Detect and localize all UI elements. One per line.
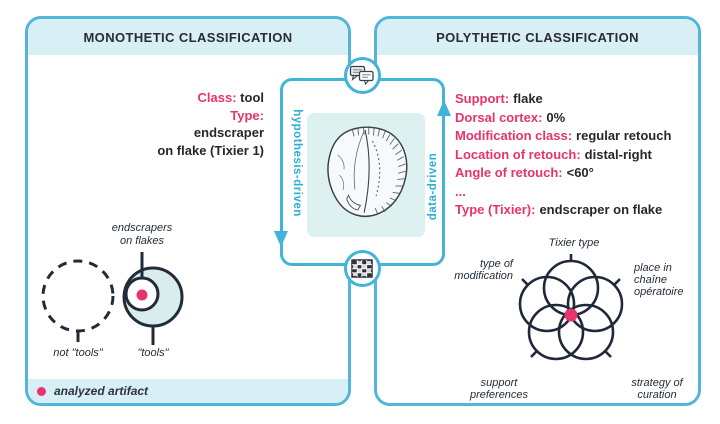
type-value-line1: endscraper xyxy=(193,125,264,140)
attr-row-support: Support:flake xyxy=(455,91,543,106)
analysis-cycle-box: hypothesis-driven data-driven xyxy=(274,78,451,266)
attribute-list: Support:flake Dorsal cortex:0% Modificat… xyxy=(455,90,671,220)
not-tools-circle xyxy=(41,259,115,333)
sets-diagram xyxy=(41,252,184,345)
venn-diagram xyxy=(518,254,624,361)
venn-label-place-in-chaine: place in chaîne opératoire xyxy=(634,262,684,298)
attr-row-modification-class: Modification class:regular retouch xyxy=(455,128,672,143)
venn-tick-upper-right xyxy=(613,278,621,286)
class-line: Class: tool xyxy=(197,90,264,105)
monothetic-header-band: MONOTHETIC CLASSIFICATION xyxy=(28,19,348,55)
hypothesis-driven-arrow-down-icon xyxy=(274,231,288,247)
subset-label: endscrapers on flakes xyxy=(111,222,173,247)
tools-label: "tools" xyxy=(137,347,169,359)
top-junction-circle xyxy=(343,56,381,94)
attr-row-location-of-retouch: Location of retouch:distal-right xyxy=(455,146,652,162)
bottom-junction-circle xyxy=(343,250,381,287)
not-tools-label: not "tools" xyxy=(53,347,103,359)
venn-tick-lower-left xyxy=(530,350,538,358)
polythetic-title: POLYTHETIC CLASSIFICATION xyxy=(436,29,639,45)
analyzed-artifact-dot xyxy=(136,289,148,301)
venn-label-tixier-type: Tixier type xyxy=(548,237,600,249)
venn-circle-tixier-type xyxy=(542,259,600,317)
venn-circle-strategy-of-curation xyxy=(557,303,615,361)
venn-label-type-of-modification: type of modification xyxy=(454,258,513,282)
endscraper-artifact-sketch xyxy=(327,126,408,218)
artifact-image-frame xyxy=(307,113,425,237)
monothetic-classification-text: Class: tool Type: endscraper on flake (T… xyxy=(157,89,264,159)
venn-label-strategy-of-curation: strategy of curation xyxy=(631,377,683,401)
conversation-bubbles-icon xyxy=(349,65,374,86)
type-value-line2: on flake (Tixier 1) xyxy=(157,142,264,158)
attr-row-type-tixier: Type (Tixier):endscraper on flake xyxy=(455,202,663,217)
data-driven-label: data-driven xyxy=(427,152,439,221)
venn-label-support-preferences: support preferences xyxy=(469,377,529,401)
attr-row-angle-of-retouch: Angle of retouch:<60° xyxy=(455,165,594,180)
analyzed-artifact-dot-icon xyxy=(37,386,46,396)
hypothesis-driven-label: hypothesis-driven xyxy=(291,109,303,217)
attr-row-dorsal-cortex: Dorsal cortex:0% xyxy=(455,109,566,125)
venn-analyzed-artifact-dot xyxy=(564,308,578,322)
venn-circle-type-of-modification xyxy=(518,275,576,333)
venn-circle-support-preferences xyxy=(527,303,585,361)
polythetic-header-band: POLYTHETIC CLASSIFICATION xyxy=(377,19,698,55)
venn-tick-upper-left xyxy=(521,278,529,286)
legend-band: analyzed artifact xyxy=(28,379,348,403)
data-table-icon xyxy=(351,259,373,278)
venn-tick-lower-right xyxy=(604,350,612,358)
type-line: Type: xyxy=(230,107,264,123)
legend-label: analyzed artifact xyxy=(54,384,149,398)
data-driven-arrow-up-icon xyxy=(437,100,451,116)
venn-circle-place-in-chaine xyxy=(566,275,624,333)
attr-row-ellipsis: ... xyxy=(455,183,466,199)
monothetic-title: MONOTHETIC CLASSIFICATION xyxy=(83,29,293,45)
